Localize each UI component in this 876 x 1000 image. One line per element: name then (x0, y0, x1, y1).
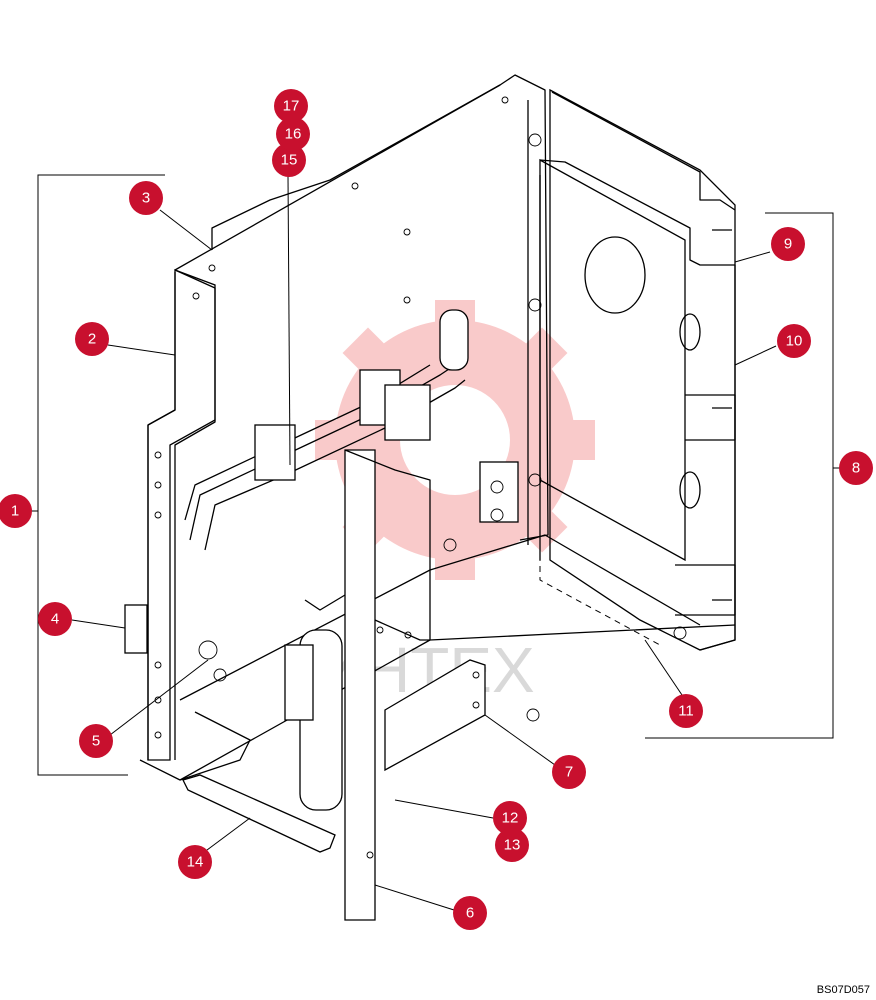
callout-label: 17 (283, 98, 300, 115)
callout-label: 7 (565, 764, 573, 781)
callout-13: 13 (495, 828, 529, 862)
hose-assembly (184, 309, 519, 551)
callout-label: 16 (285, 126, 302, 143)
callout-label: 12 (502, 810, 519, 827)
callout-4: 4 (38, 602, 72, 636)
callout-17: 17 (274, 89, 308, 123)
callout-label: 6 (466, 905, 474, 922)
mounting-plate (384, 659, 486, 772)
callout-label: 1 (11, 503, 19, 520)
callout-label: 10 (786, 333, 803, 350)
callout-label: 15 (281, 152, 298, 169)
left-bracket (124, 269, 216, 761)
callout-label: 13 (504, 837, 521, 854)
callout-16: 16 (276, 117, 310, 151)
callout-8: 8 (839, 451, 873, 485)
callout-12: 12 (493, 801, 527, 835)
drawing-code: BS07D057 (816, 984, 870, 996)
callout-leaders (71, 175, 777, 911)
callout-label: 14 (187, 854, 204, 871)
floor-channel (182, 774, 336, 853)
callout-3: 3 (129, 181, 163, 215)
callout-label: 5 (92, 733, 100, 750)
callout-9: 9 (771, 227, 805, 261)
callout-label: 4 (51, 611, 59, 628)
callout-2: 2 (75, 322, 109, 356)
callout-5: 5 (79, 724, 113, 758)
callout-label: 3 (142, 190, 150, 207)
callout-11: 11 (669, 694, 703, 728)
callout-15: 15 (272, 143, 306, 177)
callout-10: 10 (777, 324, 811, 358)
callout-label: 11 (678, 703, 694, 720)
callout-label: 2 (88, 331, 96, 348)
filter-canister (198, 594, 346, 811)
callout-6: 6 (453, 896, 487, 930)
callout-1: 1 (0, 494, 32, 528)
callout-label: 8 (852, 460, 860, 477)
callout-14: 14 (178, 845, 212, 879)
callout-label: 9 (784, 236, 792, 253)
callout-7: 7 (552, 755, 586, 789)
vertical-post (344, 449, 431, 921)
right-side-panel (539, 88, 736, 651)
